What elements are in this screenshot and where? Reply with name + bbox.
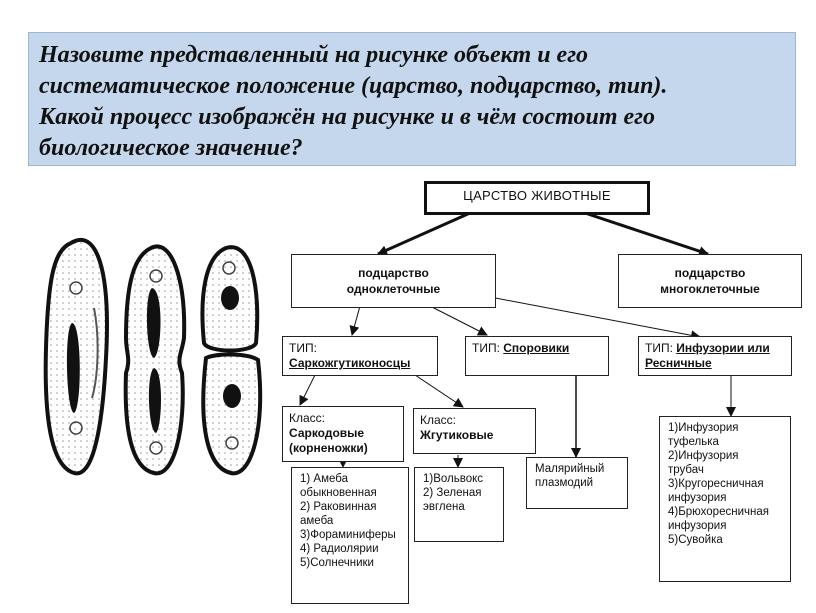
paramecium-division-illustration xyxy=(43,237,263,476)
type-prefix: ТИП: xyxy=(289,341,317,355)
subkingdom-unicellular-box: подцарство одноклеточные xyxy=(291,254,496,308)
type-sporozoa-box: ТИП: Споровики xyxy=(465,336,609,376)
class-prefix: Класс: xyxy=(420,413,456,427)
type-sarcomastigophora-box: ТИП: Саркожгутиконосцы xyxy=(282,336,438,376)
question-line-4: биологическое значение? xyxy=(39,135,303,161)
class-flagellates-name: Жгутиковые xyxy=(420,428,494,442)
class-sarcodina-name-line-2: (корненожки) xyxy=(289,441,368,455)
class-prefix: Класс: xyxy=(289,411,325,425)
type-sarcomastigophora-name: Саркожгутиконосцы xyxy=(289,356,411,370)
class-sarcodina-name-line-1: Саркодовые xyxy=(289,426,365,440)
question-line-3: Какой процесс изображён на рисунке и в ч… xyxy=(39,104,655,130)
type-prefix: ТИП: xyxy=(472,341,500,355)
paramecium-cell-1 xyxy=(43,237,109,476)
question-line-2: систематическое положение (царство, подц… xyxy=(39,73,668,99)
list-ciliates: 1)Инфузория туфелька 2)Инфузория трубач … xyxy=(659,416,791,582)
list-flagellates: 1)Вольвокс 2) Зеленая эвглена xyxy=(414,467,504,542)
type-prefix: ТИП: xyxy=(645,341,673,355)
list-sarcodina: 1) Амеба обыкновенная 2) Раковинная амеб… xyxy=(291,467,409,604)
type-ciliates-name-line-2: Ресничные xyxy=(645,356,712,370)
class-flagellates-box: Класс: Жгутиковые xyxy=(413,408,536,454)
list-sporozoa: Малярийный плазмодий xyxy=(526,457,628,509)
paramecium-cell-2 xyxy=(123,244,187,476)
question-box: Назовите представленный на рисунке объек… xyxy=(28,32,796,166)
type-ciliates-name-line-1: Инфузории или xyxy=(676,341,770,355)
type-ciliates-box: ТИП: Инфузории или Ресничные xyxy=(638,336,792,376)
kingdom-label: ЦАРСТВО ЖИВОТНЫЕ xyxy=(463,188,611,203)
subkingdom-unicellular-line-2: одноклеточные xyxy=(346,282,441,296)
kingdom-box: ЦАРСТВО ЖИВОТНЫЕ xyxy=(424,181,650,215)
paramecium-cell-3 xyxy=(200,245,263,476)
class-sarcodina-box: Класс: Саркодовые (корненожки) xyxy=(282,406,404,462)
subkingdom-multicellular-line-2: многоклеточные xyxy=(660,282,760,296)
type-sporozoa-name: Споровики xyxy=(503,341,570,355)
question-line-1: Назовите представленный на рисунке объек… xyxy=(39,42,589,68)
subkingdom-unicellular-line-1: подцарство xyxy=(358,266,429,280)
subkingdom-multicellular-line-1: подцарство xyxy=(674,266,746,280)
subkingdom-multicellular-box: подцарство многоклеточные xyxy=(618,254,802,308)
